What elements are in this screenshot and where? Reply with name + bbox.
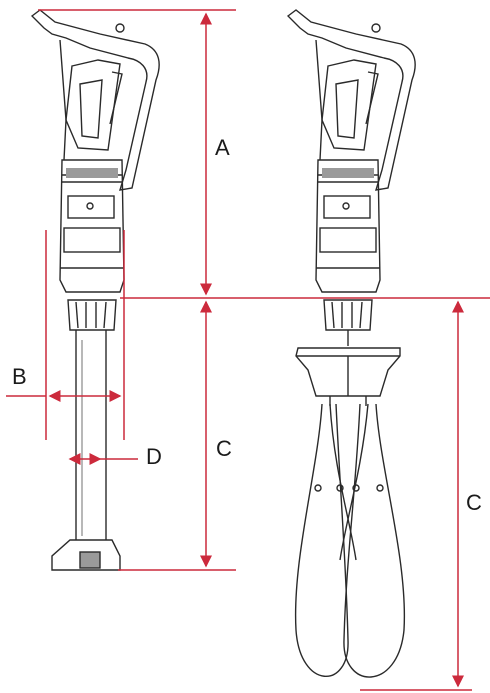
right-coupling (323, 299, 373, 331)
right-whisk-wires (294, 403, 406, 678)
left-shaft (75, 330, 107, 540)
right-motor-body (315, 159, 381, 293)
right-gear-housing (295, 347, 401, 397)
right-whisk-blender (286, 9, 416, 678)
dimension-lines (6, 9, 490, 691)
left-stick-blender (30, 9, 160, 571)
left-coupling (67, 299, 117, 331)
right-handle (286, 9, 416, 191)
dim-label-a: A (215, 135, 230, 160)
left-motor-body (59, 159, 125, 293)
dim-label-b: B (12, 364, 27, 389)
dim-label-c-left: C (216, 436, 232, 461)
dim-label-c-right: C (466, 490, 482, 515)
dim-label-d: D (146, 444, 162, 469)
left-handle (30, 9, 160, 191)
